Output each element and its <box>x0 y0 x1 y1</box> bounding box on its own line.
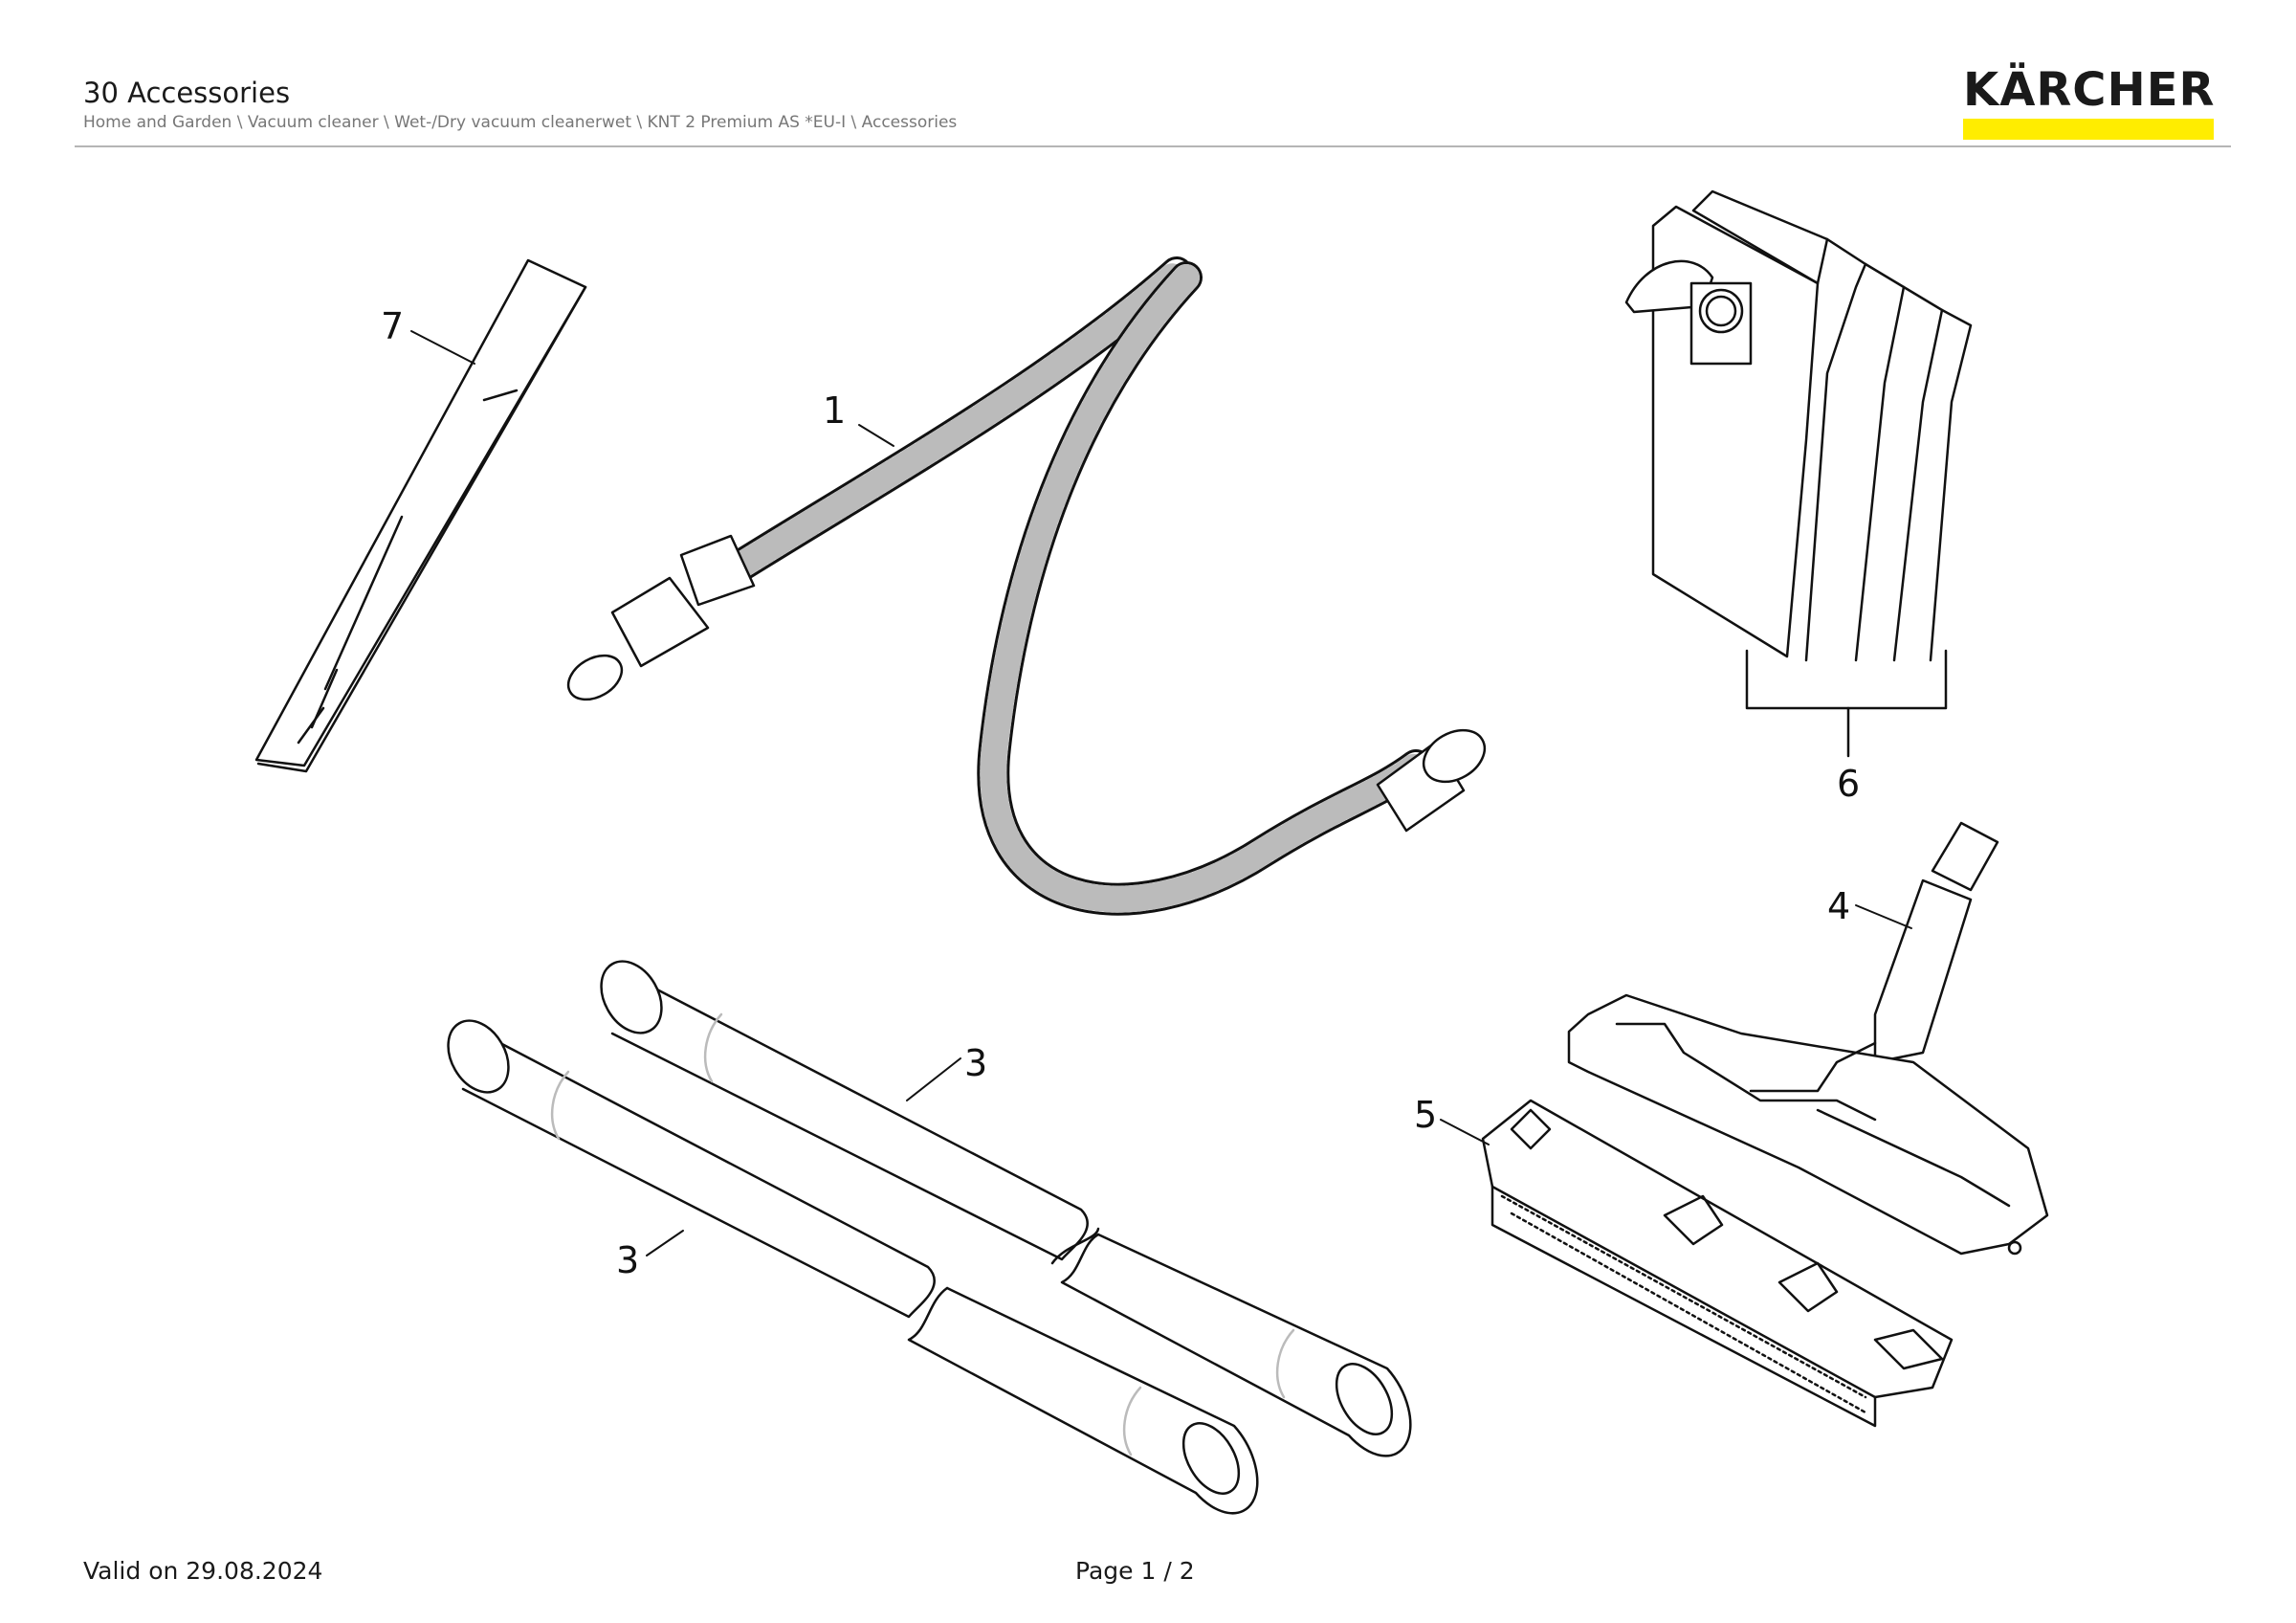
extension-tubes-drawing <box>447 960 1412 1515</box>
callout-labels: 1 3 3 4 5 6 7 <box>381 305 1860 1281</box>
validity-date: Valid on 29.08.2024 <box>83 1557 323 1585</box>
callout-1: 1 <box>823 389 846 432</box>
floor-nozzle-insert-drawing <box>1481 1099 1954 1428</box>
suction-hose-drawing <box>566 256 1487 916</box>
breadcrumb: Home and Garden \ Vacuum cleaner \ Wet-/… <box>83 113 958 132</box>
page-number: Page 1 / 2 <box>1075 1557 1195 1585</box>
brand-logo: KÄRCHER <box>1963 63 2214 140</box>
callout-4: 4 <box>1827 885 1850 927</box>
callout-leaders <box>410 330 1912 1256</box>
callout-7: 7 <box>381 305 404 347</box>
brand-wordmark: KÄRCHER <box>1963 63 2216 117</box>
callout-6: 6 <box>1837 763 1860 805</box>
callout-5: 5 <box>1414 1094 1437 1136</box>
filter-bags-drawing <box>1624 189 1973 758</box>
page-title: 30 Accessories <box>83 77 291 109</box>
brand-yellow-bar <box>1963 119 2214 140</box>
callout-3-upper: 3 <box>964 1042 987 1084</box>
floor-nozzle-drawing <box>1567 821 2049 1256</box>
header-divider <box>75 145 2231 147</box>
callout-3-lower: 3 <box>616 1239 639 1281</box>
crevice-nozzle-drawing <box>254 258 587 773</box>
